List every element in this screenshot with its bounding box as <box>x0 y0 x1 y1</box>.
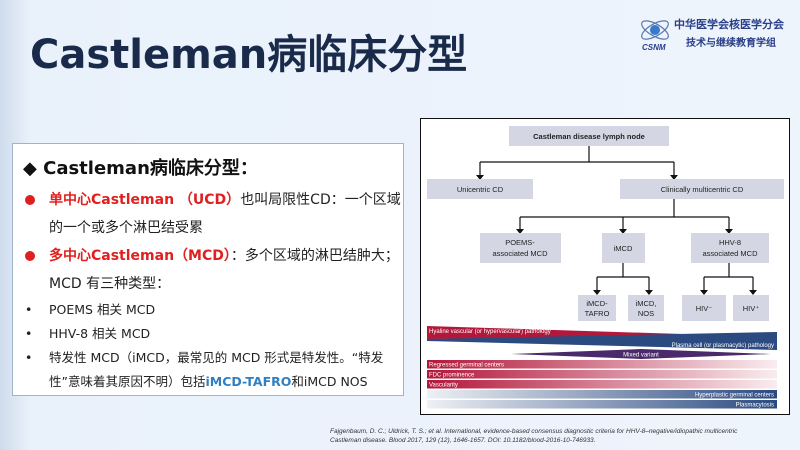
plasma-label: Plasma cell (or plasmacytic) pathology <box>672 343 774 349</box>
hyperplastic-label: Hyperplastic germinal centers <box>695 393 774 399</box>
tafro-label: iMCD- <box>586 299 608 308</box>
page-title: Castleman病临床分型 <box>30 32 468 78</box>
citation-line1: Fajgenbaum, D. C.; Uldrick, T. S.; et al… <box>330 428 738 435</box>
regressed-band <box>427 360 777 369</box>
root-node <box>509 126 669 146</box>
sub-item-poems: •POEMS 相关 MCD <box>25 302 156 317</box>
multicentric-label: Clinically multicentric CD <box>661 185 744 194</box>
atom-logo-icon: CSNM <box>641 20 669 52</box>
hhv8-label: HHV-8 <box>719 238 741 247</box>
fdc-band <box>427 370 777 379</box>
box-heading: ◆ Castleman病临床分型： <box>23 158 258 179</box>
imcd-node <box>602 233 645 263</box>
hiv-neg-label: HIV⁻ <box>696 304 713 313</box>
imcd-tafro-highlight: iMCD-TAFRO <box>205 374 292 389</box>
bullet-dot-icon <box>25 251 35 261</box>
castleman-classification-figure: Castleman disease lymph node Unicentric … <box>420 118 790 415</box>
hyperplastic-band <box>427 390 777 399</box>
list-item-mcd: 多中心Castleman（MCD）：多个区域的淋巴结肿大；MCD 有三种类型： <box>23 242 403 298</box>
regressed-label: Regressed germinal centers <box>429 363 504 369</box>
vascularity-label: Vascularity <box>429 383 458 389</box>
mcd-label: 多中心Castleman（MCD） <box>49 248 231 264</box>
mixed-wedge <box>511 349 771 359</box>
nos-label: iMCD, <box>636 299 657 308</box>
logo-mark-text: CSNM <box>642 43 666 52</box>
unicentric-node <box>427 179 533 199</box>
multicentric-node <box>620 179 784 199</box>
sub-text: HHV-8 相关 MCD <box>49 326 151 341</box>
logo-line1: 中华医学会核医学分会 <box>674 19 784 31</box>
hiv-pos-label: HIV⁺ <box>743 304 760 313</box>
root-label: Castleman disease lymph node <box>533 132 645 141</box>
citation-line2: Castleman disease. Blood 2017, 129 (12),… <box>330 437 596 444</box>
ucd-label: 单中心Castleman （UCD） <box>49 192 241 208</box>
list-item-ucd: 单中心Castleman （UCD）也叫局限性CD：一个区域的一个或多个淋巴结受… <box>23 186 403 242</box>
ucd-text: 也叫局限性CD：一个区域的一个或多个淋巴结受累 <box>49 192 401 236</box>
sub-text: POEMS 相关 MCD <box>49 302 156 317</box>
hyaline-label: Hyaline vascular (or hypervascular) path… <box>429 329 551 335</box>
citation: Fajgenbaum, D. C.; Uldrick, T. S.; et al… <box>330 427 737 445</box>
hhv8-node <box>691 233 769 263</box>
csnm-logo: CSNM 中华医学会核医学分会 技术与继续教育学组 <box>636 12 796 52</box>
sub-text-after: 和iMCD NOS <box>291 374 368 389</box>
sub-text: 特发性 MCD（iMCD，最常见的 MCD 形式是特发性。“特发性”意味着其原因… <box>49 350 384 389</box>
nos-label-2: NOS <box>638 309 654 318</box>
classification-textbox: ◆ Castleman病临床分型： 单中心Castleman （UCD）也叫局限… <box>12 143 404 396</box>
plasmacytosis-label: Plasmacytosis <box>736 403 774 409</box>
hiv-neg-node <box>682 295 726 321</box>
mixed-label: Mixed variant <box>623 353 659 359</box>
bullet-dot-icon <box>25 195 35 205</box>
unicentric-label: Unicentric CD <box>457 185 504 194</box>
sub-item-imcd: •特发性 MCD（iMCD，最常见的 MCD 形式是特发性。“特发性”意味着其原… <box>25 350 384 389</box>
nos-node <box>628 295 664 321</box>
tafro-node <box>578 295 616 321</box>
poems-label: POEMS- <box>505 238 535 247</box>
poems-node <box>480 233 561 263</box>
mcd-text: ：多个区域的淋巴结肿大；MCD 有三种类型： <box>49 248 399 292</box>
fdc-label: FDC prominence <box>429 373 475 379</box>
poems-label-2: associated MCD <box>492 249 548 258</box>
vascularity-band <box>427 380 777 389</box>
sub-item-hhv8: •HHV-8 相关 MCD <box>25 326 151 341</box>
flowchart: Castleman disease lymph node Unicentric … <box>427 126 784 409</box>
tafro-label-2: TAFRO <box>585 309 610 318</box>
hiv-pos-node <box>733 295 769 321</box>
hhv8-label-2: associated MCD <box>702 249 758 258</box>
logo-line2: 技术与继续教育学组 <box>686 38 776 49</box>
plasmacytosis-band <box>427 400 777 409</box>
plasma-wedge <box>427 332 777 350</box>
imcd-label: iMCD <box>614 244 633 253</box>
